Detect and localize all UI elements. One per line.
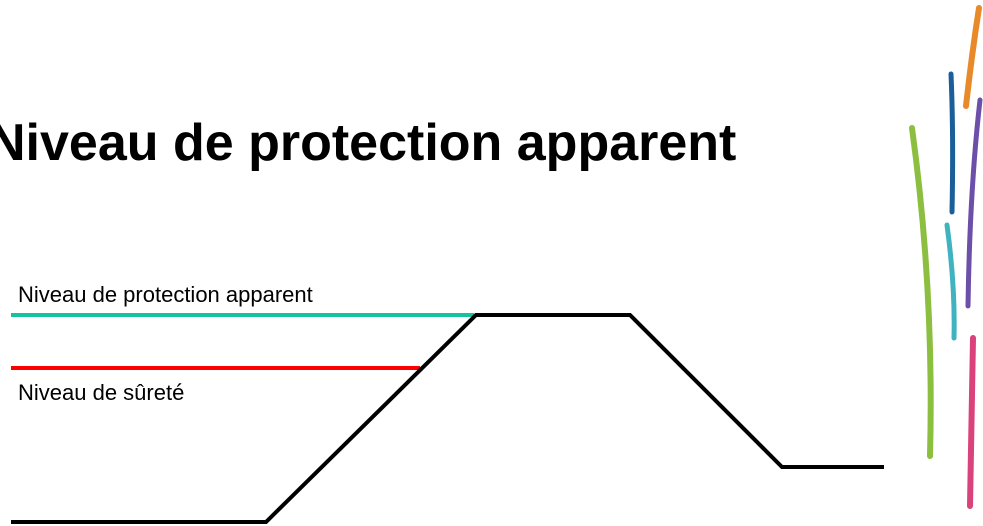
logo-stroke-green (909, 125, 934, 459)
logo-stroke-blue (948, 71, 956, 215)
apparent-level-label: Niveau de protection apparent (18, 282, 313, 307)
slide-title: Niveau de protection apparent (0, 114, 737, 172)
decorative-logo-strokes (909, 5, 983, 509)
logo-stroke-orange (963, 5, 982, 109)
logo-stroke-cyan (944, 222, 957, 341)
protection-profile-line (11, 313, 884, 524)
logo-stroke-pink (967, 335, 976, 509)
logo-stroke-purple (965, 97, 983, 309)
surete-level-label: Niveau de sûreté (18, 380, 185, 405)
